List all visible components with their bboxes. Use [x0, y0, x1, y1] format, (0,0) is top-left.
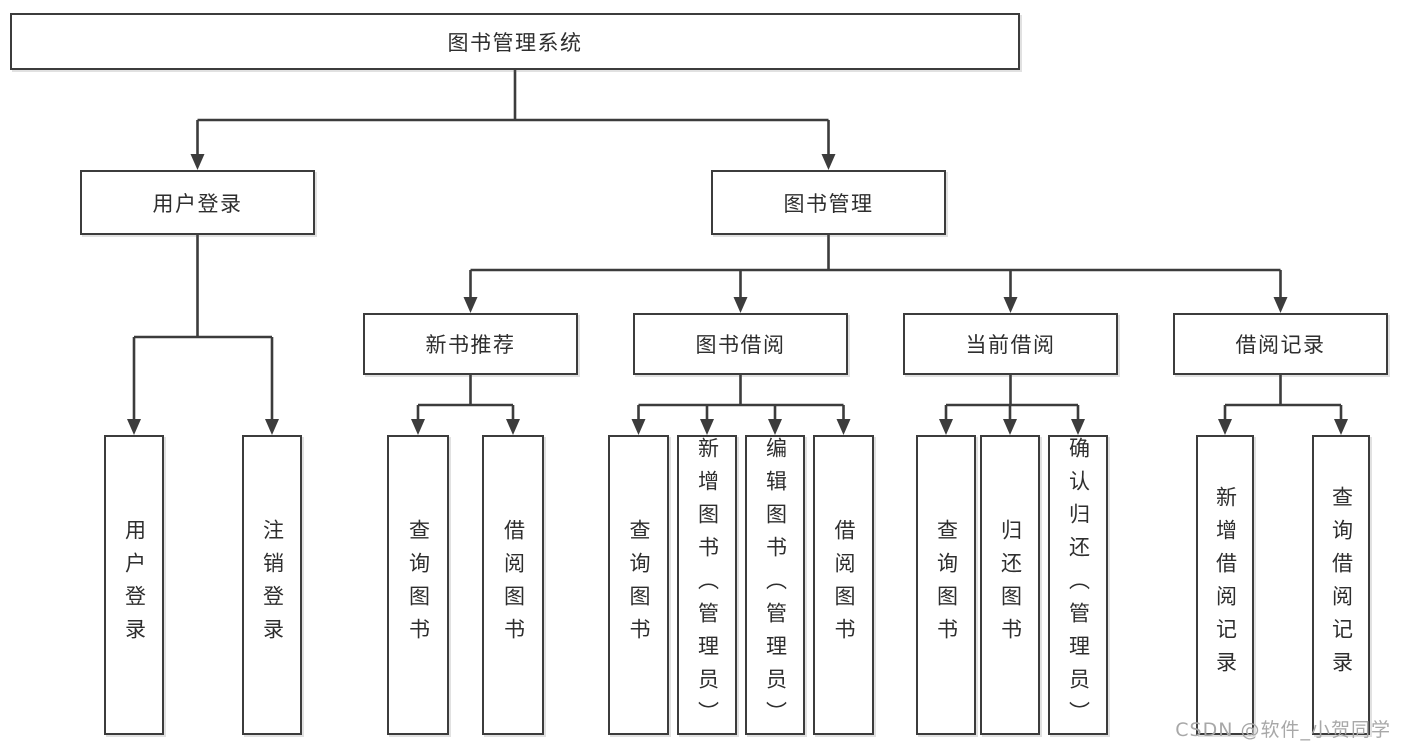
node-label-bb-borrow-book: 借阅图书 — [832, 519, 856, 651]
node-label-book-mgmt: 图书管理 — [783, 191, 874, 216]
node-label-cb-return-book: 归还图书 — [998, 519, 1023, 651]
node-br-query-record: 查询借阅记录 — [1312, 435, 1370, 735]
node-cb-query-book: 查询图书 — [916, 435, 976, 735]
node-leaf-user-login: 用户登录 — [104, 435, 164, 735]
node-leaf-logout: 注销登录 — [242, 435, 302, 735]
node-nbr-query-book: 查询图书 — [387, 435, 449, 735]
node-label-cb-query-book: 查询图书 — [934, 519, 959, 651]
node-nbr-borrow-book: 借阅图书 — [482, 435, 544, 735]
node-label-borrow-records: 借阅记录 — [1235, 333, 1326, 357]
node-user-login: 用户登录 — [80, 170, 315, 235]
node-bb-add-book: 新增图书（管理员） — [677, 435, 737, 735]
node-label-current-borrow: 当前借阅 — [965, 333, 1056, 357]
node-label-br-add-record: 新增借阅记录 — [1213, 486, 1238, 684]
node-label-bb-add-book: 新增图书（管理员） — [695, 437, 720, 734]
node-label-nbr-borrow-book: 借阅图书 — [501, 519, 526, 651]
node-label-root: 图书管理系统 — [447, 30, 583, 55]
node-bb-query-book: 查询图书 — [608, 435, 669, 735]
node-label-br-query-record: 查询借阅记录 — [1329, 486, 1354, 684]
node-label-book-borrow: 图书借阅 — [695, 333, 786, 357]
node-book-mgmt: 图书管理 — [711, 170, 946, 235]
node-root: 图书管理系统 — [10, 13, 1020, 70]
node-label-leaf-user-login: 用户登录 — [122, 519, 147, 651]
node-label-nbr-query-book: 查询图书 — [406, 519, 431, 651]
node-cb-confirm-return: 确认归还（管理员） — [1048, 435, 1108, 735]
watermark: CSDN @软件_小贺同学 — [1175, 719, 1391, 741]
node-label-bb-query-book: 查询图书 — [627, 519, 651, 651]
node-cb-return-book: 归还图书 — [980, 435, 1040, 735]
node-book-borrow: 图书借阅 — [633, 313, 848, 375]
node-bb-borrow-book: 借阅图书 — [813, 435, 874, 735]
node-label-user-login: 用户登录 — [152, 191, 243, 216]
node-current-borrow: 当前借阅 — [903, 313, 1118, 375]
node-bb-edit-book: 编辑图书（管理员） — [745, 435, 805, 735]
node-label-bb-edit-book: 编辑图书（管理员） — [763, 437, 788, 734]
node-label-leaf-logout: 注销登录 — [260, 519, 285, 651]
node-new-book-rec: 新书推荐 — [363, 313, 578, 375]
node-label-new-book-rec: 新书推荐 — [425, 333, 516, 357]
node-label-cb-confirm-return: 确认归还（管理员） — [1066, 437, 1091, 734]
node-br-add-record: 新增借阅记录 — [1196, 435, 1254, 735]
node-borrow-records: 借阅记录 — [1173, 313, 1388, 375]
